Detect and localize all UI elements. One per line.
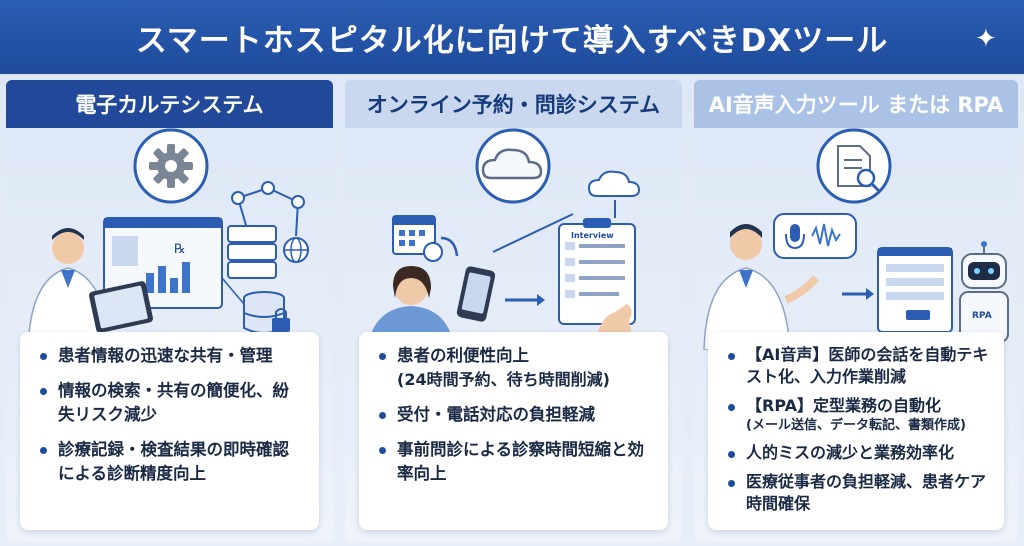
svg-text:℞: ℞ — [174, 242, 186, 257]
column-title: オンライン予約・問診システム — [345, 80, 682, 128]
cloud-icon — [481, 148, 543, 180]
list-item-text: 【RPA】定型業務の自動化 — [746, 396, 941, 415]
cloud-sync-icon — [587, 170, 641, 197]
benefits-card: 患者情報の迅速な共有・管理 情報の検索・共有の簡便化、紛失リスク減少 診療記録・… — [20, 332, 319, 530]
column-title: AI音声入力ツール または RPA — [694, 80, 1018, 128]
arrow-icon — [492, 213, 574, 253]
document-search-icon — [837, 145, 882, 194]
list-item: 事前問診による診察時間短縮と効率向上 — [379, 438, 654, 486]
ai-rpa-illustration: RPA — [703, 128, 1009, 350]
lock-icon — [272, 318, 290, 332]
network-icon — [231, 181, 305, 237]
server-icon — [227, 225, 277, 279]
column-online-booking: オンライン予約・問診システム — [345, 80, 682, 542]
list-item: 【AI音声】医師の会話を自動テキスト化、入力作業削減 — [728, 344, 990, 388]
arrow-icon — [440, 236, 459, 257]
list-item-sub: (24時間予約、待ち時間削減) — [397, 370, 610, 389]
list-item-sub: (メール送信、データ転記、書類作成) — [746, 418, 966, 433]
sparkle-icon: ✦ — [975, 24, 997, 54]
clipboard-label: Interview — [571, 231, 614, 240]
column-title: 電子カルテシステム — [6, 80, 333, 128]
booking-illustration: Interview — [367, 128, 641, 350]
page-header: スマートホスピタル化に向けて導入すべきDXツール — [0, 0, 1024, 74]
list-item: 患者の利便性向上 (24時間予約、待ち時間削減) — [379, 344, 654, 392]
robot-icon — [959, 241, 1009, 343]
list-item: 【RPA】定型業務の自動化 (メール送信、データ転記、書類作成) — [728, 395, 990, 435]
column-ehr: 電子カルテシステム ℞ — [6, 80, 333, 542]
doctor-icon — [52, 232, 84, 264]
list-item: 受付・電話対応の負担軽減 — [379, 403, 654, 427]
gear-icon — [149, 144, 193, 188]
list-item: 人的ミスの減少と業務効率化 — [728, 442, 990, 464]
list-item: 患者情報の迅速な共有・管理 — [40, 344, 305, 368]
microphone-icon — [773, 213, 857, 259]
benefits-card: 患者の利便性向上 (24時間予約、待ち時間削減) 受付・電話対応の負担軽減 事前… — [359, 332, 668, 530]
benefits-card: 【AI音声】医師の会話を自動テキスト化、入力作業削減 【RPA】定型業務の自動化… — [708, 332, 1004, 530]
calendar-icon — [392, 215, 443, 262]
form-window-icon — [877, 247, 953, 333]
page-title: スマートホスピタル化に向けて導入すべきDXツール — [135, 22, 889, 59]
list-item: 情報の検索・共有の簡便化、紛失リスク減少 — [40, 379, 305, 427]
ehr-illustration: ℞ — [27, 128, 309, 350]
list-item: 診療記録・検査結果の即時確認による診断精度向上 — [40, 438, 305, 486]
robot-label: RPA — [972, 311, 992, 321]
clipboard-icon — [558, 218, 636, 325]
list-item-text: 患者の利便性向上 — [397, 346, 529, 365]
doctor-icon — [730, 228, 762, 260]
column-ai-voice-rpa: AI音声入力ツール または RPA — [694, 80, 1018, 542]
list-item: 医療従事者の負担軽減、患者ケア時間確保 — [728, 471, 990, 515]
